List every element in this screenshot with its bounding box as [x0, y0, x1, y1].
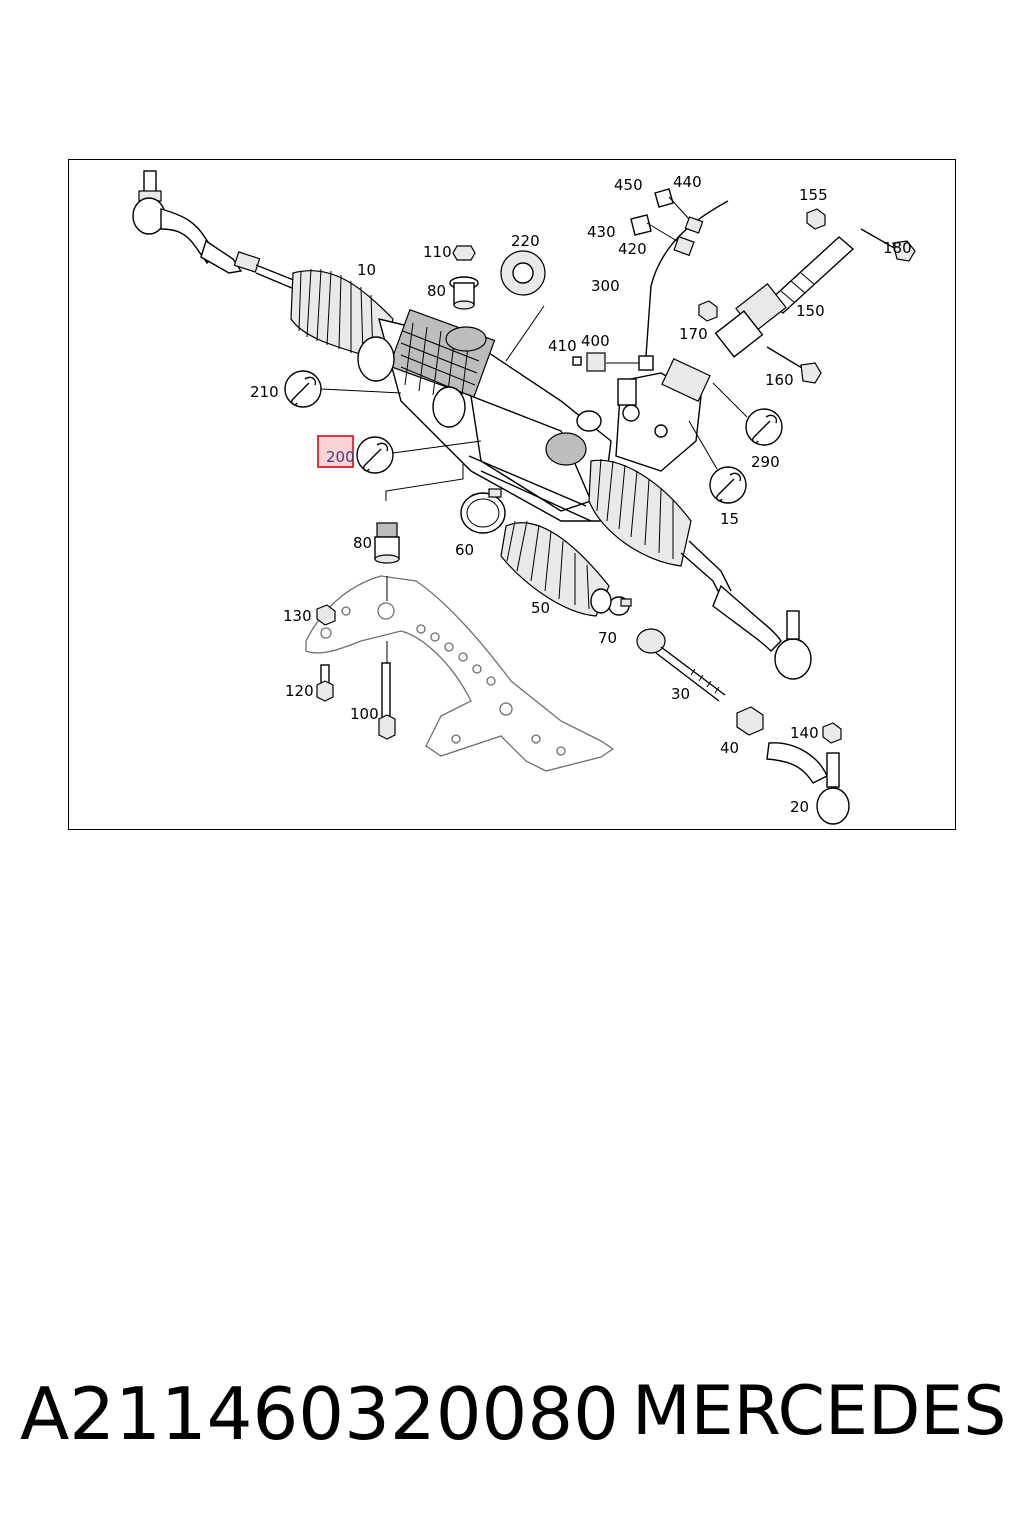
nut-140: [822, 722, 842, 744]
wrench-icon-200: [356, 436, 394, 474]
callout-110: 110: [423, 243, 452, 261]
callout-200: 200: [326, 448, 355, 466]
callout-15: 15: [720, 510, 739, 528]
steering-shaft: [714, 236, 855, 358]
servo-valve: [615, 358, 711, 472]
callout-50: 50: [531, 599, 550, 617]
callout-130: 130: [283, 607, 312, 625]
callout-10: 10: [357, 261, 376, 279]
callout-60: 60: [455, 541, 474, 559]
bolt-160: [766, 346, 822, 384]
right-bellows: [588, 458, 732, 602]
steering-rack-diagram: 10 15 20 30 40 50 60 70 80 80 100 110 12…: [132, 170, 916, 825]
callout-220: 220: [511, 232, 540, 250]
nut-155: [806, 208, 826, 230]
nut-40: [736, 706, 764, 736]
callout-170: 170: [679, 325, 708, 343]
bushing-80-lower: [374, 522, 400, 564]
callout-80-upper: 80: [427, 282, 446, 300]
callout-450: 450: [614, 176, 643, 194]
callout-80-lower: 80: [353, 534, 372, 552]
callout-160: 160: [765, 371, 794, 389]
callout-155: 155: [799, 186, 828, 204]
boot-50: [500, 520, 612, 617]
callout-labels: 10 15 20 30 40 50 60 70 80 80 100 110 12…: [250, 173, 912, 816]
clamp-60: [460, 488, 506, 534]
callout-40: 40: [720, 739, 739, 757]
callout-120: 120: [285, 682, 314, 700]
callout-430: 430: [587, 223, 616, 241]
brand-name: MERCEDES: [632, 1372, 1007, 1451]
nut-170: [698, 300, 718, 322]
callout-410: 410: [548, 337, 577, 355]
tie-rod-end-20: [766, 742, 850, 825]
callout-400: 400: [581, 332, 610, 350]
callout-70: 70: [598, 629, 617, 647]
callout-20: 20: [790, 798, 809, 816]
left-tie-rod-end: [132, 170, 302, 292]
sensor-wiring: [572, 188, 729, 372]
part-number: A211460320080: [20, 1372, 619, 1456]
callout-420: 420: [618, 240, 647, 258]
leader-lines: [320, 305, 748, 663]
front-subframe: [305, 575, 615, 772]
callout-440: 440: [673, 173, 702, 191]
parts-diagram-frame: 10 15 20 30 40 50 60 70 80 80 100 110 12…: [68, 159, 956, 830]
callout-210: 210: [250, 383, 279, 401]
callout-30: 30: [671, 685, 690, 703]
bolt-120: [316, 664, 334, 702]
callout-150: 150: [796, 302, 825, 320]
footer: A211460320080 MERCEDES: [0, 1372, 1024, 1472]
inner-tie-rod-30: [636, 628, 726, 702]
wrench-icon-210: [284, 370, 322, 408]
clamp-70: [608, 596, 632, 616]
nut-110: [452, 245, 476, 261]
wrench-icon-15: [709, 466, 747, 504]
mount-220: [500, 250, 546, 296]
callout-290: 290: [751, 453, 780, 471]
wrench-icon-290: [745, 408, 783, 446]
highlight-box: [317, 435, 354, 468]
callout-140: 140: [790, 724, 819, 742]
bolt-180: [860, 228, 916, 262]
right-tie-rod-end-upper: [712, 584, 812, 680]
highlighted-callout-200[interactable]: 200: [317, 435, 355, 468]
callout-100: 100: [350, 705, 379, 723]
nut-130: [316, 604, 336, 626]
bolt-100: [378, 662, 396, 740]
callout-180: 180: [883, 239, 912, 257]
callout-300: 300: [591, 277, 620, 295]
bushing-80-upper: [449, 276, 479, 310]
